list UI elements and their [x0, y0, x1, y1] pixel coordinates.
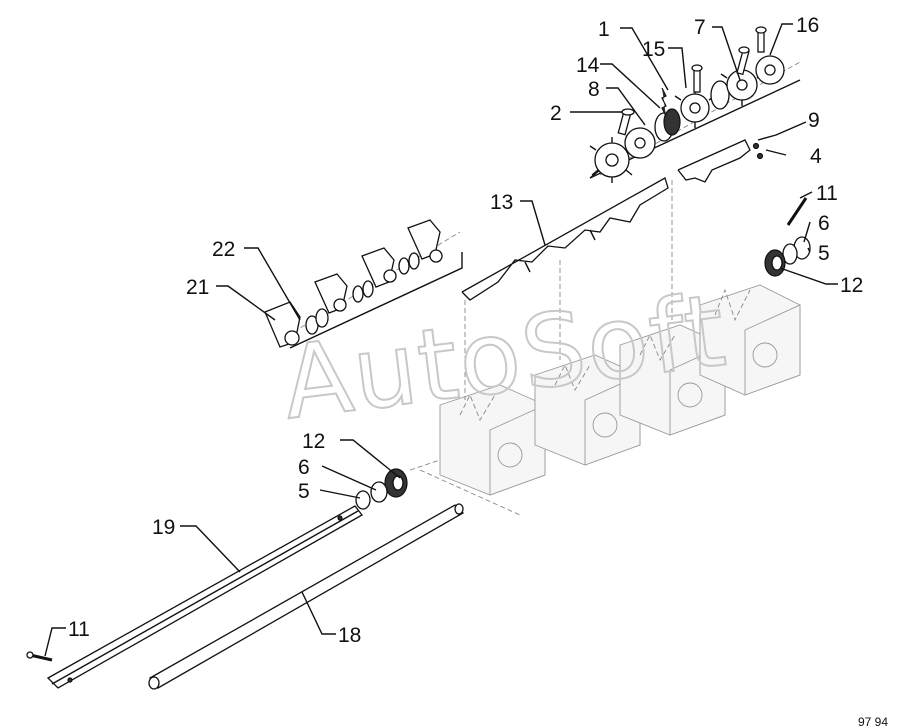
callout-21: 21 — [186, 276, 209, 299]
callout-4: 4 — [810, 145, 822, 168]
washer — [305, 308, 329, 335]
washer — [710, 80, 730, 110]
callout-11-right: 11 — [816, 182, 838, 205]
bolt — [617, 108, 635, 136]
callout-22: 22 — [212, 238, 235, 261]
long-bracket — [461, 177, 669, 301]
finger-assembly — [264, 219, 463, 349]
callout-2: 2 — [550, 102, 562, 125]
round-shaft — [148, 503, 465, 690]
callout-14: 14 — [576, 54, 600, 77]
hex-shaft — [46, 505, 363, 689]
callout-15: 15 — [642, 38, 665, 61]
sprocket — [755, 55, 785, 85]
finger — [264, 301, 301, 348]
bearing-set-right — [764, 197, 811, 277]
callout-1: 1 — [598, 18, 610, 41]
pin — [786, 197, 808, 226]
housing-block — [439, 384, 546, 496]
finger — [361, 247, 397, 288]
callout-19: 19 — [152, 516, 175, 539]
callouts: 1 2 4 5 5 6 6 7 8 9 11 11 12 12 13 14 15… — [68, 14, 863, 647]
callout-7: 7 — [694, 16, 706, 39]
callout-8: 8 — [588, 78, 600, 101]
page-number: 97 94 — [858, 715, 888, 727]
finger — [407, 219, 443, 263]
sprocket — [720, 64, 764, 106]
housing-block — [699, 284, 801, 396]
washer — [782, 243, 798, 265]
bolt — [755, 26, 767, 53]
spring — [661, 87, 667, 117]
bearing — [764, 249, 786, 277]
callout-6-right: 6 — [818, 212, 830, 235]
bolt — [736, 46, 750, 76]
bolt — [691, 64, 703, 93]
callout-5-left: 5 — [298, 480, 310, 503]
housing-assembly — [409, 180, 801, 516]
callout-5-right: 5 — [818, 242, 830, 265]
callout-12-right: 12 — [840, 274, 863, 297]
sprocket — [589, 137, 635, 183]
washer — [370, 481, 388, 503]
bracket-right — [677, 139, 764, 183]
callout-12-left: 12 — [302, 430, 325, 453]
washer — [352, 280, 374, 303]
bearing — [384, 468, 408, 498]
callout-6-left: 6 — [298, 456, 310, 479]
sprocket — [624, 127, 656, 159]
pin — [26, 651, 53, 662]
callout-18: 18 — [338, 624, 361, 647]
leader-lines — [44, 23, 838, 657]
callout-13: 13 — [490, 191, 513, 214]
callout-11-left: 11 — [68, 618, 90, 641]
callout-16: 16 — [796, 14, 819, 37]
bearing-set-left — [355, 468, 408, 510]
upper-sprocket-assembly — [589, 26, 801, 183]
washer — [355, 490, 371, 510]
callout-9: 9 — [808, 109, 820, 132]
washer — [398, 252, 420, 275]
finger — [314, 273, 348, 314]
washer — [654, 108, 681, 142]
